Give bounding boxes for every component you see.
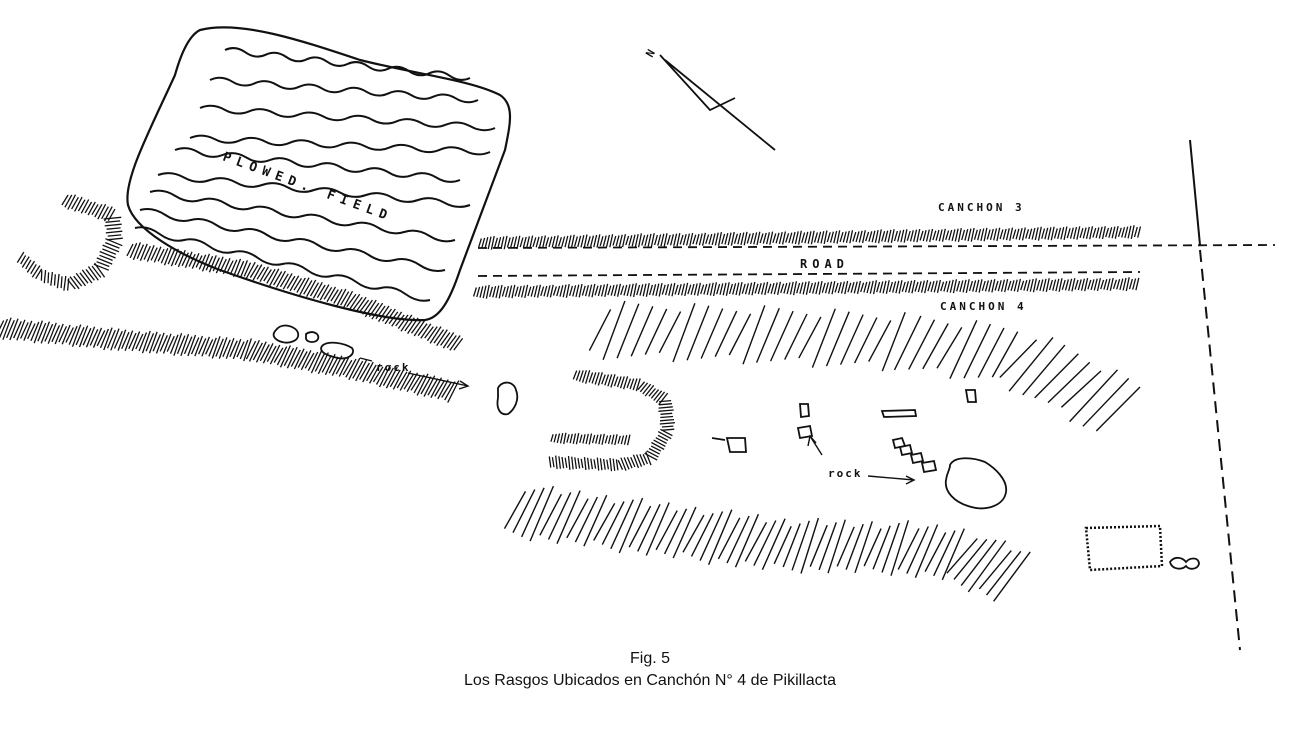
wall-band <box>126 242 464 351</box>
rock <box>711 437 747 453</box>
rock-annotations <box>359 357 916 485</box>
furrow <box>174 147 461 183</box>
rock <box>898 443 914 457</box>
road-label: ROAD <box>800 257 849 271</box>
furrow <box>157 172 471 208</box>
rocks <box>272 324 1200 570</box>
boundary-line <box>1189 139 1241 651</box>
wall-band <box>588 300 1141 432</box>
rock <box>1169 556 1200 570</box>
rock <box>964 389 977 403</box>
wall-band <box>472 277 1140 299</box>
rock <box>496 381 519 416</box>
furrow <box>224 47 471 81</box>
rock <box>320 341 354 360</box>
wall-band <box>0 317 460 403</box>
stone-enclosure <box>1084 524 1164 572</box>
rock <box>799 403 810 419</box>
rock <box>920 459 938 474</box>
wall-band <box>550 432 631 446</box>
wall-band <box>548 370 675 472</box>
plowed-field: PLOWED. FIELD <box>126 26 512 322</box>
rock <box>796 424 814 440</box>
wall-band <box>477 225 1142 250</box>
wall-band <box>503 485 1031 602</box>
rock-label-left: rock <box>376 361 411 374</box>
furrow <box>149 189 456 243</box>
furrow <box>189 134 491 156</box>
rock <box>909 451 925 465</box>
figure-caption: Los Rasgos Ubicados en Canchón N° 4 de P… <box>464 672 836 689</box>
plowed-field-outline <box>126 26 512 322</box>
canchon-4-label: CANCHON 4 <box>940 300 1027 313</box>
rock <box>272 324 300 344</box>
north-label: N <box>643 47 658 59</box>
rock <box>880 409 918 418</box>
furrow <box>199 104 496 132</box>
rock <box>305 331 320 343</box>
wall-hachures <box>0 194 1142 602</box>
furrow <box>134 226 431 302</box>
furrow <box>209 76 479 104</box>
north-arrow-icon: N <box>643 47 776 151</box>
rock <box>944 457 1007 510</box>
plowed-furrows <box>134 47 496 302</box>
road-edge-bottom <box>477 271 1141 277</box>
figure-number: Fig. 5 <box>629 650 670 667</box>
road-edge-top <box>477 244 1276 249</box>
road: ROAD <box>477 244 1276 277</box>
furrow <box>139 208 446 272</box>
rock-label-right: rock <box>828 467 863 480</box>
wall-band <box>16 194 123 291</box>
canchon-3-label: CANCHON 3 <box>938 201 1025 214</box>
